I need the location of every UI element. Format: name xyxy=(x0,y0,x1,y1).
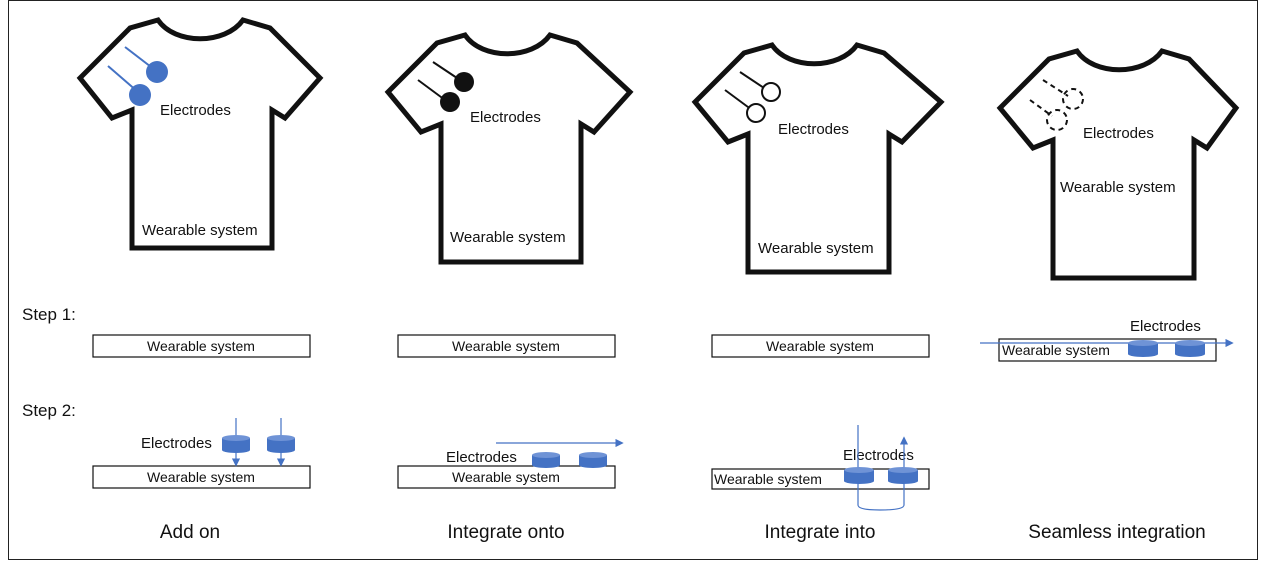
shirt-outline xyxy=(384,32,634,265)
shirt-add-on: Electrodes Wearable system xyxy=(76,17,324,251)
wearable-system-box xyxy=(92,334,311,358)
electrodes-label: Electrodes xyxy=(141,435,212,452)
electrode-wire xyxy=(724,89,753,111)
electrodes-label: Electrodes xyxy=(1083,125,1154,142)
step2-integrate-into: Wearable system Electrodes xyxy=(711,425,930,511)
step1-integrate-onto: Wearable system xyxy=(397,334,616,358)
wearable-system-label: Wearable system xyxy=(1002,342,1110,358)
wearable-system-box xyxy=(711,468,930,490)
electrodes-label: Electrodes xyxy=(843,447,914,464)
electrode-disk xyxy=(1128,340,1158,357)
wearable-system-box xyxy=(397,465,616,489)
electrode-disk xyxy=(579,452,607,468)
electrode-disk xyxy=(1175,340,1205,357)
caption-integrate-into: Integrate into xyxy=(765,522,876,543)
wearable-system-label: Wearable system xyxy=(1060,179,1176,196)
step2-integrate-onto: Wearable system Electrodes xyxy=(397,438,624,489)
caption-integrate-onto: Integrate onto xyxy=(447,522,564,543)
step1-add-on: Wearable system xyxy=(92,334,311,358)
electrode-disk xyxy=(222,435,250,453)
step2-add-on: Wearable system Electrodes xyxy=(92,418,311,489)
wearable-system-label: Wearable system xyxy=(714,471,822,487)
electrode xyxy=(146,61,168,83)
shirt-integrate-onto: Electrodes Wearable system xyxy=(384,32,634,265)
electrode xyxy=(761,82,781,102)
wearable-system-label: Wearable system xyxy=(452,469,560,485)
wearable-system-label: Wearable system xyxy=(147,469,255,485)
electrode-wire xyxy=(417,79,446,101)
caption-add-on: Add on xyxy=(160,522,220,543)
wearable-system-label: Wearable system xyxy=(766,338,874,354)
wearable-system-box xyxy=(711,334,930,358)
electrode-disk xyxy=(844,467,874,484)
wearable-system-label: Wearable system xyxy=(452,338,560,354)
electrode xyxy=(129,84,151,106)
electrode xyxy=(454,72,474,92)
electrode xyxy=(746,103,766,123)
electrodes-label: Electrodes xyxy=(778,121,849,138)
wearable-system-box xyxy=(92,465,311,489)
electrode-disk xyxy=(532,452,560,468)
electrodes-label: Electrodes xyxy=(160,102,231,119)
shirt-outline xyxy=(76,17,324,251)
electrode-disk xyxy=(888,467,918,484)
electrode xyxy=(1046,109,1068,131)
electrode xyxy=(440,92,460,112)
shirt-integrate-into: Electrodes Wearable system xyxy=(691,42,945,275)
electrodes-label: Electrodes xyxy=(446,449,517,466)
step1-label: Step 1: xyxy=(22,305,76,324)
step2-label: Step 2: xyxy=(22,401,76,420)
caption-seamless: Seamless integration xyxy=(1028,522,1205,543)
wearable-system-label: Wearable system xyxy=(142,222,258,239)
wearable-system-label: Wearable system xyxy=(450,229,566,246)
electrode-disk xyxy=(267,435,295,453)
integration-arrow xyxy=(857,425,909,511)
electrodes-label: Electrodes xyxy=(470,109,541,126)
shirt-seamless: Electrodes Wearable system xyxy=(996,48,1240,281)
wearable-system-label: Wearable system xyxy=(147,338,255,354)
wearable-system-label: Wearable system xyxy=(758,240,874,257)
step1-integrate-into: Wearable system xyxy=(711,334,930,358)
shirt-outline xyxy=(996,48,1240,281)
wearable-system-box xyxy=(998,338,1217,362)
step1-seamless: Wearable system Electrodes xyxy=(980,318,1234,362)
electrode xyxy=(1062,88,1084,110)
electrodes-label: Electrodes xyxy=(1130,318,1201,335)
electrode-wire xyxy=(1042,79,1069,97)
shirt-outline xyxy=(691,42,945,275)
wearable-system-box xyxy=(397,334,616,358)
